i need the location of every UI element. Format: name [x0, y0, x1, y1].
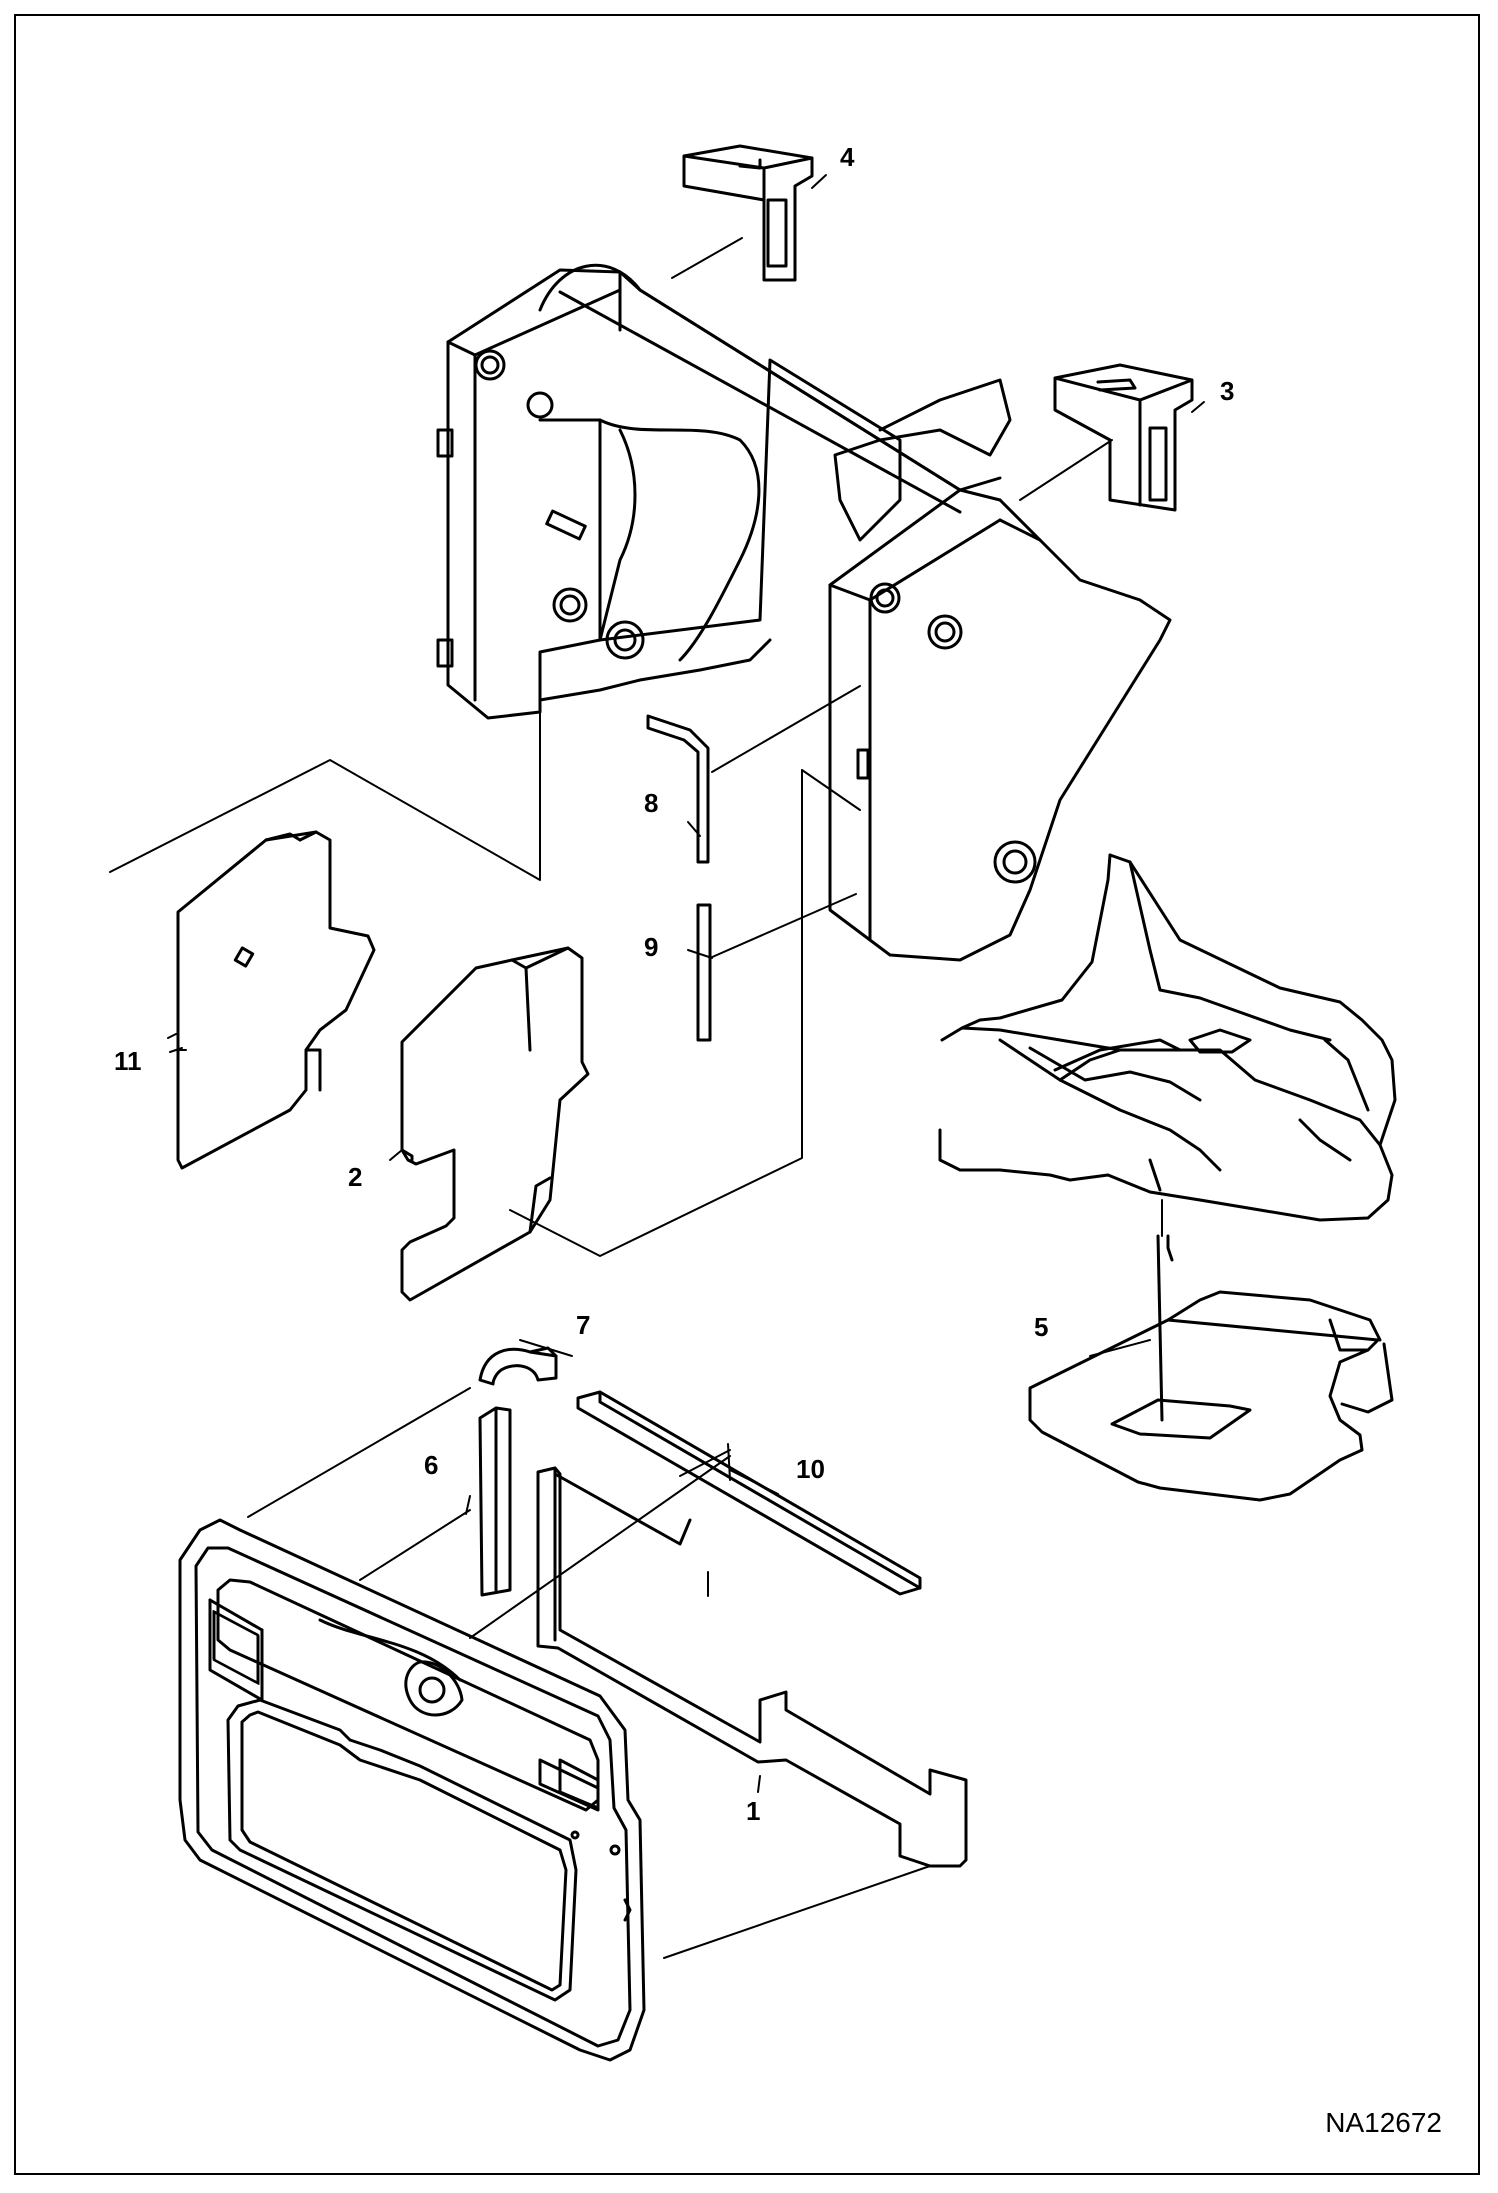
callout-5: 5: [1034, 1312, 1049, 1342]
callout-4: 4: [840, 142, 855, 172]
callout-7: 7: [576, 1310, 591, 1340]
callout-11: 11: [114, 1046, 142, 1076]
part-3-bracket: [1053, 363, 1194, 512]
part-9-strip: [696, 903, 712, 1042]
part-7-pad: [478, 1346, 558, 1386]
callout-2: 2: [348, 1162, 363, 1192]
callout-6: 6: [424, 1450, 439, 1480]
callout-8: 8: [644, 788, 659, 818]
callout-9: 9: [644, 932, 659, 962]
part-5-mat: [1028, 1234, 1394, 1502]
callout-1: 1: [746, 1796, 761, 1826]
part-10-strip: [576, 1390, 922, 1596]
part-1-panel: [536, 1466, 968, 1868]
part-11-panel: [176, 830, 376, 1170]
part-4-bracket: [682, 144, 814, 282]
main-frame: [436, 263, 1172, 962]
drawing-number: NA12672: [1325, 2107, 1442, 2138]
leader-lines: [109, 174, 1205, 1959]
part-2-panel: [400, 946, 590, 1302]
door-panel: [178, 1518, 646, 2062]
part-6-strip: [478, 1406, 512, 1597]
callout-3: 3: [1220, 376, 1235, 406]
part-8-strip: [646, 714, 710, 864]
callout-10: 10: [796, 1454, 825, 1484]
part-5-tray: [938, 853, 1397, 1222]
diagram-frame: [14, 14, 1480, 2175]
